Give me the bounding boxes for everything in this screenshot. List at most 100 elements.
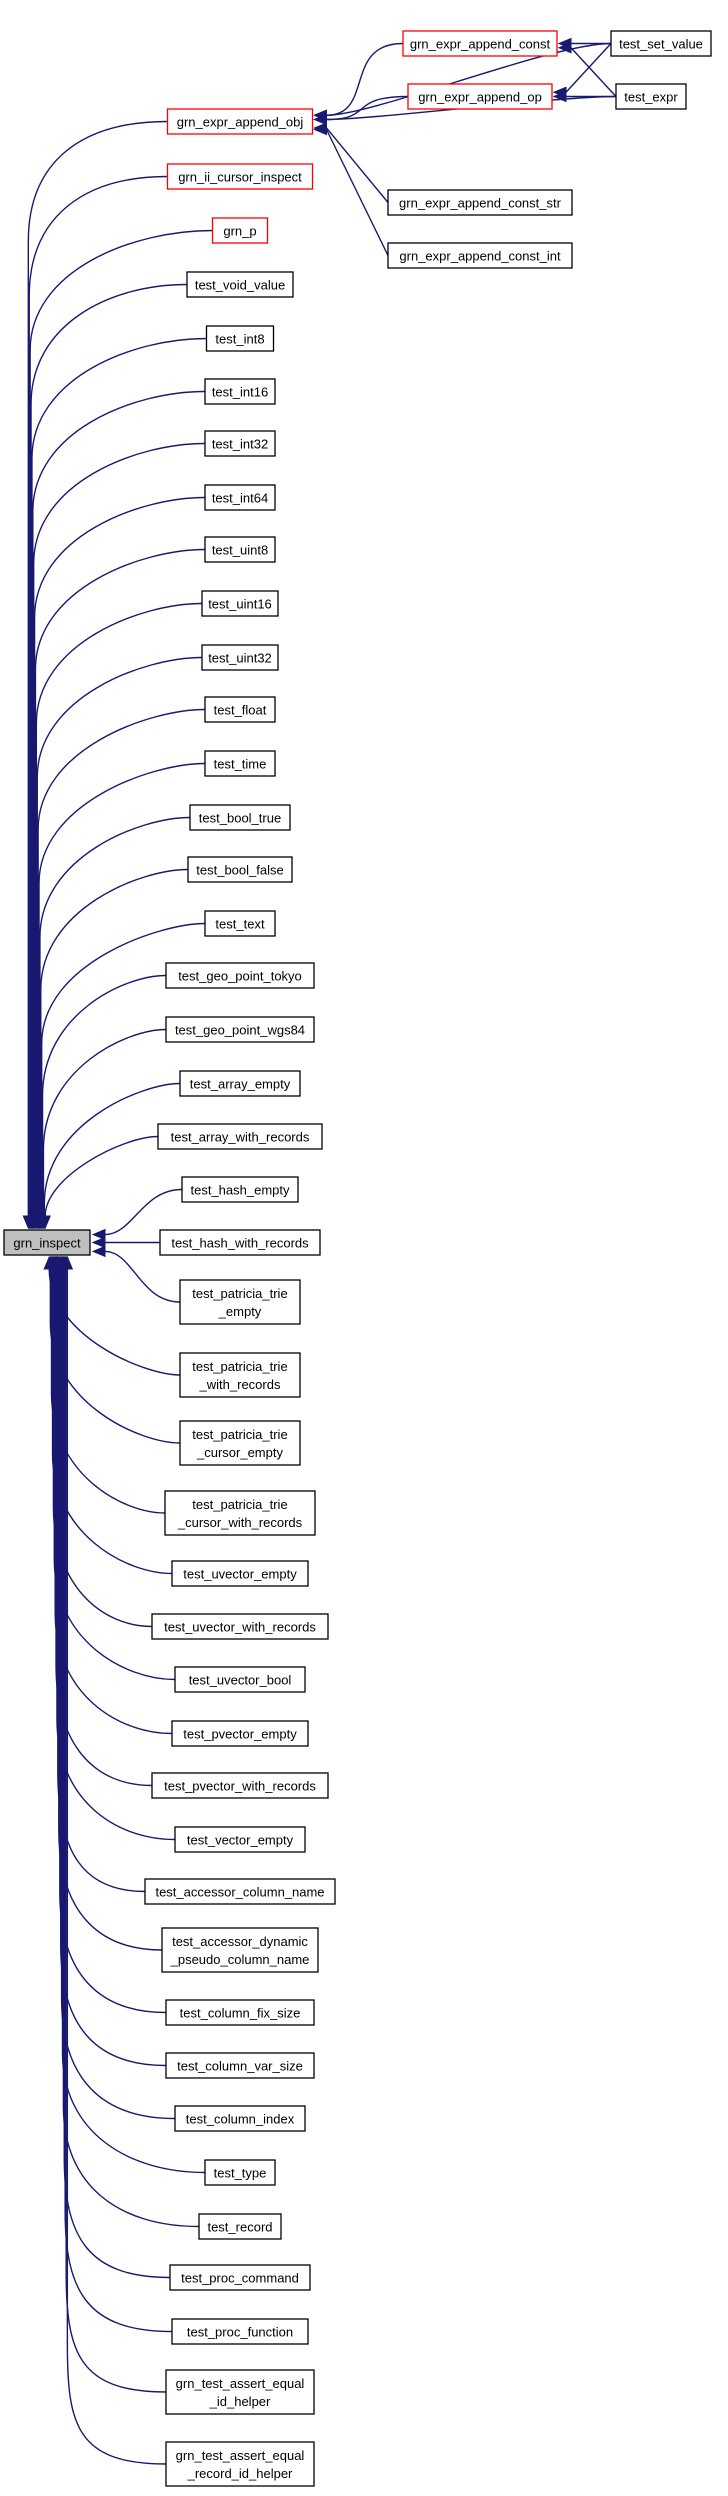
node-test-accessor-dynamic-pseudo-column-name[interactable]: test_accessor_dynamic_pseudo_column_name bbox=[161, 1927, 319, 1973]
edge-test-geo-point-wgs84-to-grn-inspect bbox=[37, 1028, 167, 1230]
node-box bbox=[204, 2159, 276, 2186]
node-test-set-value[interactable]: test_set_value bbox=[610, 30, 712, 57]
node-test-patricia-trie-cursor-empty[interactable]: test_patricia_trie_cursor_empty bbox=[179, 1420, 301, 1466]
node-test-uvector-bool[interactable]: test_uvector_bool bbox=[174, 1666, 306, 1693]
node-test-uvector-with-records[interactable]: test_uvector_with_records bbox=[151, 1613, 329, 1640]
node-test-array-with-records[interactable]: test_array_with_records bbox=[157, 1123, 323, 1150]
node-grn-expr-append-const[interactable]: grn_expr_append_const bbox=[402, 30, 558, 57]
node-test-pvector-empty[interactable]: test_pvector_empty bbox=[171, 1720, 309, 1747]
node-label: test_column_index bbox=[186, 2112, 295, 2127]
node-box bbox=[171, 1560, 309, 1587]
node-test-patricia-trie-empty[interactable]: test_patricia_trie_empty bbox=[179, 1279, 301, 1325]
node-test-uint16[interactable]: test_uint16 bbox=[201, 590, 279, 617]
node-box bbox=[144, 1878, 336, 1905]
node-box bbox=[204, 430, 276, 457]
node-box bbox=[174, 1826, 306, 1853]
node-box bbox=[189, 804, 291, 831]
node-test-expr[interactable]: test_expr bbox=[615, 83, 687, 110]
node-test-patricia-trie-with-records[interactable]: test_patricia_trie_with_records bbox=[179, 1352, 301, 1398]
node-label: test_hash_empty bbox=[190, 1183, 290, 1198]
node-box bbox=[157, 1123, 323, 1150]
node-test-geo-point-tokyo[interactable]: test_geo_point_tokyo bbox=[165, 962, 315, 989]
node-box bbox=[407, 83, 553, 110]
node-test-column-fix-size[interactable]: test_column_fix_size bbox=[165, 1999, 315, 2026]
node-box bbox=[610, 30, 712, 57]
node-grn-ii-cursor-inspect[interactable]: grn_ii_cursor_inspect bbox=[166, 163, 314, 190]
node-box bbox=[166, 163, 314, 190]
node-test-type[interactable]: test_type bbox=[204, 2159, 276, 2186]
node-box bbox=[204, 536, 276, 563]
node-label: test_bool_false bbox=[196, 863, 283, 878]
node-grn-test-assert-equal-id-helper[interactable]: grn_test_assert_equal _id_helper bbox=[165, 2369, 315, 2415]
node-label: test_record bbox=[207, 2220, 272, 2235]
node-label: grn_test_assert_equal bbox=[176, 2376, 305, 2391]
node-test-int8[interactable]: test_int8 bbox=[205, 325, 275, 352]
node-test-accessor-column-name[interactable]: test_accessor_column_name bbox=[144, 1878, 336, 1905]
node-label: test_pvector_with_records bbox=[164, 1779, 316, 1794]
node-label: test_proc_command bbox=[181, 2271, 299, 2286]
edge-test-void-value-to-grn-inspect bbox=[25, 283, 188, 1230]
node-test-patricia-trie-cursor-with-records[interactable]: test_patricia_trie_cursor_with_records bbox=[164, 1490, 316, 1536]
node-test-hash-with-records[interactable]: test_hash_with_records bbox=[159, 1229, 321, 1256]
node-test-bool-false[interactable]: test_bool_false bbox=[187, 856, 293, 883]
node-grn-test-assert-equal-record-id-helper[interactable]: grn_test_assert_equal_record_id_helper bbox=[165, 2441, 315, 2487]
node-box bbox=[151, 1772, 329, 1799]
node-test-proc-command[interactable]: test_proc_command bbox=[169, 2264, 311, 2291]
node-label: _cursor_with_records bbox=[177, 1515, 303, 1530]
node-box bbox=[615, 83, 687, 110]
node-test-bool-true[interactable]: test_bool_true bbox=[189, 804, 291, 831]
node-test-proc-function[interactable]: test_proc_function bbox=[171, 2318, 309, 2345]
node-label: test_accessor_column_name bbox=[155, 1885, 324, 1900]
node-test-array-empty[interactable]: test_array_empty bbox=[179, 1070, 301, 1097]
node-grn-p[interactable]: grn_p bbox=[211, 217, 269, 244]
node-label: test_int16 bbox=[212, 385, 268, 400]
node-test-uvector-empty[interactable]: test_uvector_empty bbox=[171, 1560, 309, 1587]
edge-test-time-to-grn-inspect bbox=[33, 762, 206, 1230]
node-label: grn_p bbox=[223, 224, 256, 239]
node-label: grn_expr_append_const bbox=[410, 37, 551, 52]
node-box bbox=[204, 484, 276, 511]
node-label: test_text bbox=[215, 917, 265, 932]
node-test-int16[interactable]: test_int16 bbox=[204, 378, 276, 405]
node-label: test_int32 bbox=[212, 437, 268, 452]
node-test-uint8[interactable]: test_uint8 bbox=[204, 536, 276, 563]
node-test-int64[interactable]: test_int64 bbox=[204, 484, 276, 511]
node-test-pvector-with-records[interactable]: test_pvector_with_records bbox=[151, 1772, 329, 1799]
node-label: test_geo_point_tokyo bbox=[178, 969, 302, 984]
node-test-text[interactable]: test_text bbox=[204, 910, 276, 937]
node-test-time[interactable]: test_time bbox=[204, 750, 276, 777]
node-test-vector-empty[interactable]: test_vector_empty bbox=[174, 1826, 306, 1853]
edge-test-geo-point-tokyo-to-grn-inspect bbox=[36, 974, 167, 1230]
node-label: grn_ii_cursor_inspect bbox=[178, 170, 302, 185]
node-grn-expr-append-op[interactable]: grn_expr_append_op bbox=[407, 83, 553, 110]
node-test-float[interactable]: test_float bbox=[204, 696, 276, 723]
node-test-column-index[interactable]: test_column_index bbox=[174, 2105, 306, 2132]
edge-test-expr-to-grn-expr-append-op bbox=[552, 90, 616, 103]
node-label: _id_helper bbox=[209, 2394, 271, 2409]
node-test-record[interactable]: test_record bbox=[198, 2213, 282, 2240]
node-test-column-var-size[interactable]: test_column_var_size bbox=[165, 2052, 315, 2079]
node-label: test_geo_point_wgs84 bbox=[175, 1023, 305, 1038]
node-label: test_int64 bbox=[212, 491, 268, 506]
node-grn-expr-append-obj[interactable]: grn_expr_append_obj bbox=[166, 108, 314, 135]
edge-test-hash-empty-to-grn-inspect bbox=[91, 1188, 183, 1241]
node-grn-inspect[interactable]: grn_inspect bbox=[3, 1229, 91, 1256]
node-grn-expr-append-const-str[interactable]: grn_expr_append_const_str bbox=[387, 189, 573, 216]
node-box bbox=[179, 1352, 301, 1398]
node-test-uint32[interactable]: test_uint32 bbox=[201, 644, 279, 671]
node-test-int32[interactable]: test_int32 bbox=[204, 430, 276, 457]
node-label: grn_expr_append_obj bbox=[177, 115, 304, 130]
node-label: test_uint16 bbox=[208, 597, 272, 612]
node-test-void-value[interactable]: test_void_value bbox=[186, 271, 294, 298]
node-label: test_vector_empty bbox=[187, 1833, 294, 1848]
node-label: test_column_var_size bbox=[177, 2059, 303, 2074]
edge-grn-expr-append-const-int-to-grn-expr-append-obj bbox=[313, 123, 389, 256]
node-test-geo-point-wgs84[interactable]: test_geo_point_wgs84 bbox=[165, 1016, 315, 1043]
node-grn-expr-append-const-int[interactable]: grn_expr_append_const_int bbox=[387, 242, 573, 269]
node-label: test_accessor_dynamic bbox=[172, 1934, 308, 1949]
node-test-hash-empty[interactable]: test_hash_empty bbox=[181, 1176, 299, 1203]
node-box bbox=[3, 1229, 91, 1256]
edge-test-hash-with-records-to-grn-inspect bbox=[91, 1236, 160, 1249]
node-box bbox=[159, 1229, 321, 1256]
